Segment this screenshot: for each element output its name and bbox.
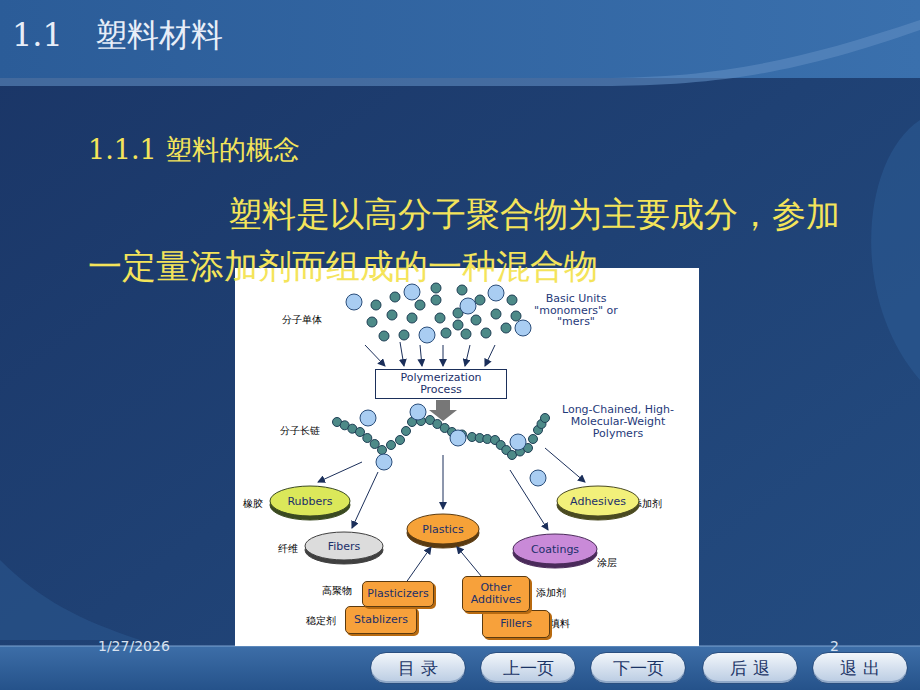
monomer-dot — [371, 300, 381, 310]
chain-link — [387, 441, 396, 450]
chain-link — [363, 434, 372, 443]
node-label: Plastics — [422, 524, 463, 536]
monomer-dot — [481, 328, 491, 338]
chain-link — [402, 427, 411, 436]
monomer-dot — [387, 310, 397, 320]
chain-unit — [360, 410, 376, 426]
section-heading: 1.1.1 塑料的概念 — [88, 132, 588, 168]
product-ellipse: Fibers — [304, 530, 384, 564]
monomer-dot — [407, 313, 417, 323]
nav-button: 后 退 — [702, 652, 798, 684]
chain-unit — [376, 454, 392, 470]
monomer-dot — [441, 328, 451, 338]
node-label: Stablizers — [354, 614, 408, 626]
chain-unit — [510, 434, 526, 450]
annotation: Basic Units "monomers" or "mers" — [534, 293, 618, 328]
chain-link — [541, 414, 550, 423]
additive-box: Fillers — [482, 610, 550, 638]
connector-arrow — [407, 547, 431, 581]
monomer-unit — [515, 320, 531, 336]
monomer-unit — [346, 294, 362, 310]
product-ellipse: Plastics — [406, 512, 480, 548]
nav-button: 下一页 — [590, 652, 686, 684]
annotation: 纤维 — [278, 542, 308, 556]
chain-link — [370, 440, 379, 449]
additive-box: Plasticizers — [362, 581, 434, 607]
node-label: Polymerization Process — [396, 372, 486, 396]
monomer-dot — [390, 292, 400, 302]
product-ellipse: Adhesives — [556, 484, 640, 520]
chain-link — [356, 428, 365, 437]
node-label: Plasticizers — [367, 588, 428, 600]
product-ellipse: Coatings — [512, 532, 598, 568]
slide-title: 1.1 塑料材料 — [12, 14, 612, 58]
node-label: Coatings — [531, 544, 579, 556]
nav-button: 目 录 — [370, 652, 466, 684]
node-label: 退 出 — [840, 659, 879, 678]
annotation: 分子单体 — [272, 313, 332, 327]
nav-button: 上一页 — [480, 652, 576, 684]
monomer-dot — [435, 313, 445, 323]
process-box: Polymerization Process — [375, 369, 507, 399]
node-label: 后 退 — [730, 659, 769, 678]
additive-box: Other Additives — [462, 576, 530, 612]
monomer-unit — [404, 284, 420, 300]
monomer-unit — [419, 327, 435, 343]
monomer-dot — [415, 300, 425, 310]
monomer-dot — [511, 311, 521, 321]
monomer-unit — [460, 298, 476, 314]
annotation: 稳定剂 — [306, 614, 346, 628]
node-label: 目 录 — [398, 659, 437, 678]
annotation: 涂层 — [597, 556, 627, 570]
annotation: 分子长链 — [270, 424, 330, 438]
monomer-dot — [475, 295, 485, 305]
node-label: Fibers — [328, 541, 361, 553]
monomer-dot — [367, 317, 377, 327]
node-label: Adhesives — [570, 496, 626, 508]
monomer-dot — [471, 315, 481, 325]
monomer-dot — [399, 330, 409, 340]
monomer-dot — [379, 331, 389, 341]
node-label: Rubbers — [287, 496, 332, 508]
additive-box: Stablizers — [345, 606, 417, 634]
monomer-unit — [488, 285, 504, 301]
monomer-dot — [507, 295, 517, 305]
chain-link — [529, 435, 538, 444]
node-label: 上一页 — [503, 659, 554, 678]
connector-arrow — [457, 547, 481, 576]
chain-link — [396, 436, 405, 445]
chain-unit — [450, 430, 466, 446]
chain-unit — [530, 470, 546, 486]
annotation: 高聚物 — [322, 584, 362, 598]
monomer-dot — [453, 320, 463, 330]
node-label: 下一页 — [613, 659, 664, 678]
annotation: 橡胶 — [243, 497, 273, 511]
nav-button: 退 出 — [812, 652, 908, 684]
annotation: 填料 — [550, 617, 580, 631]
annotation: Long-Chained, High-Molecular-Weight Poly… — [548, 404, 688, 440]
monomer-dot — [461, 329, 471, 339]
monomer-dot — [431, 295, 441, 305]
annotation: 添加剂 — [536, 586, 576, 600]
monomer-dot — [457, 285, 467, 295]
node-label: Fillers — [500, 618, 532, 630]
chain-link — [378, 446, 387, 455]
chain-unit — [410, 404, 426, 420]
monomer-dot — [491, 309, 501, 319]
product-ellipse: Rubbers — [269, 484, 351, 520]
node-label: Other Additives — [465, 582, 527, 606]
monomer-dot — [501, 323, 511, 333]
slide-date: 1/27/2026 — [98, 638, 188, 654]
body-text: 塑料是以高分子聚合物为主要成分，参加一定量添加剂而组成的一种混合物 — [88, 188, 858, 292]
